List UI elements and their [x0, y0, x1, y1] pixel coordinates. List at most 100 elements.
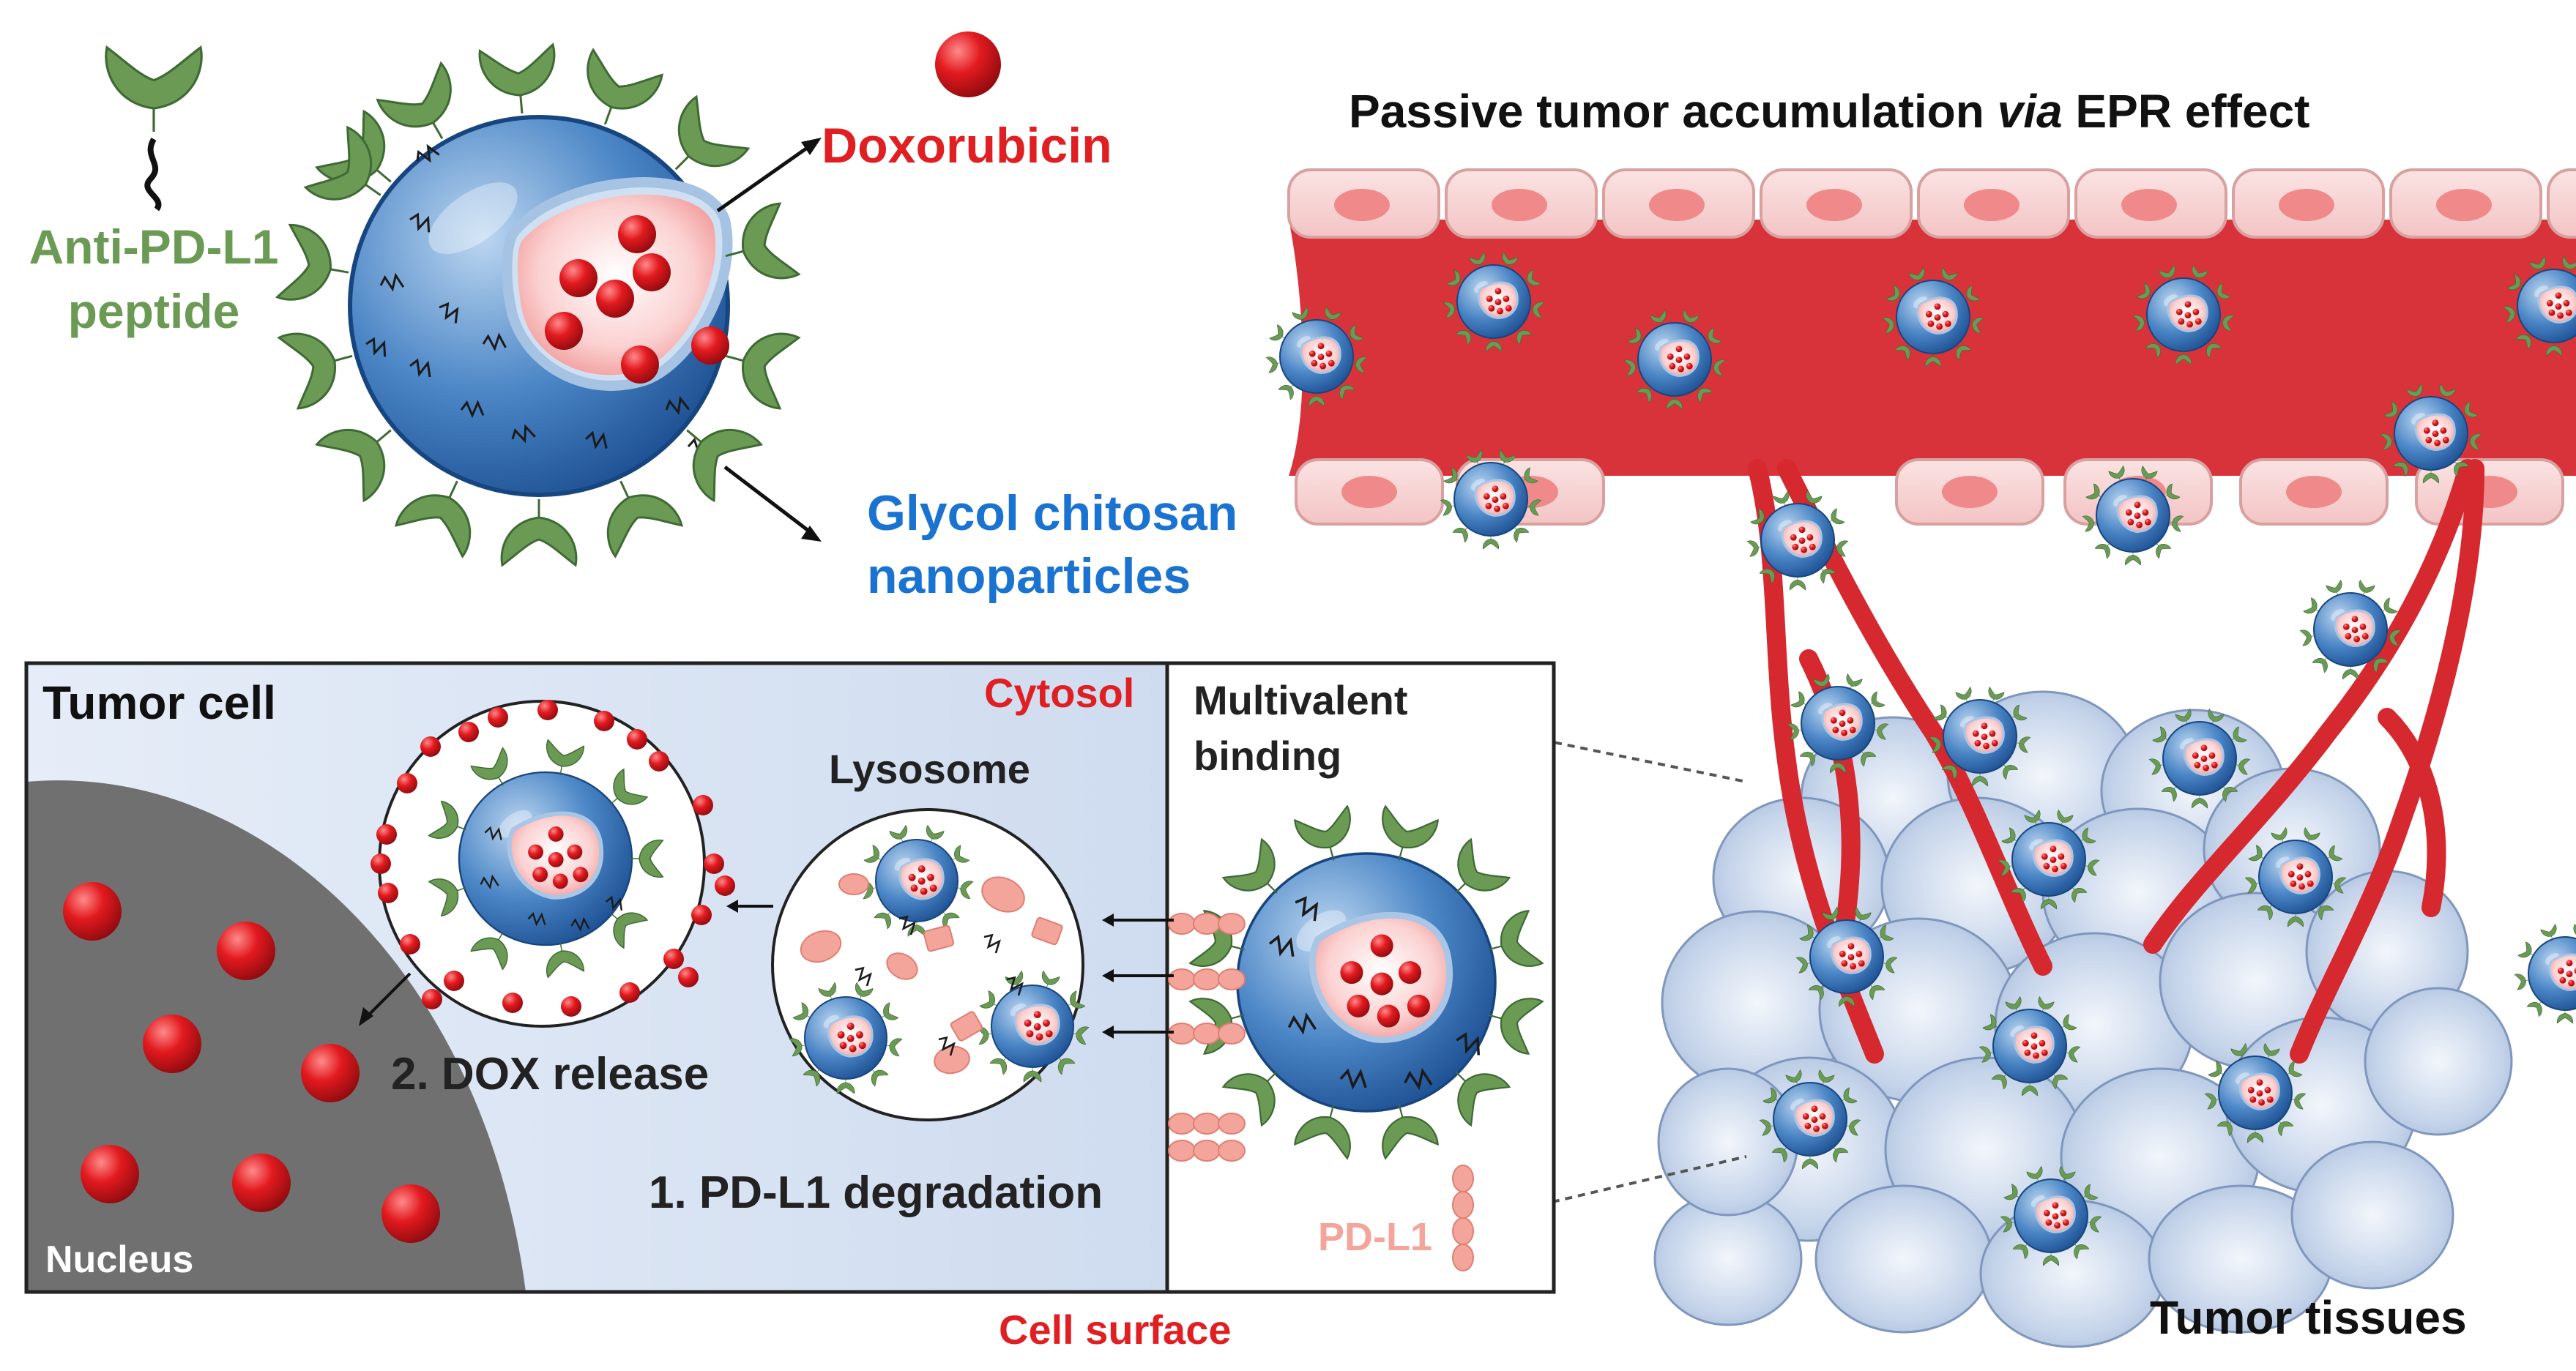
dox-dot — [2185, 312, 2192, 318]
dox-dot — [573, 867, 588, 882]
dox-dot — [1813, 1126, 1820, 1132]
dox-dot — [1822, 1123, 1828, 1129]
dox-dot — [918, 865, 926, 873]
released-dox — [458, 722, 479, 742]
nucleus-dox-dot — [301, 1044, 360, 1102]
nucleus-dox-dot — [81, 1145, 139, 1203]
dox-dot — [1669, 363, 1675, 370]
endothelial-nucleus — [1341, 476, 1397, 508]
dox-dot — [1981, 722, 1988, 729]
dox-dot — [2031, 1032, 2038, 1039]
cytosol-label: Cytosol — [984, 670, 1134, 716]
dox-dot — [1505, 305, 1512, 312]
dox-dot — [1371, 934, 1393, 957]
dox-dot — [2185, 301, 2192, 307]
dox-dot — [2555, 292, 2562, 299]
dox-dot — [930, 884, 937, 892]
dox-dot — [1973, 731, 1979, 737]
dox-dot — [2566, 310, 2572, 316]
dox-dot — [1497, 308, 1503, 315]
dox-dot — [2126, 509, 2132, 516]
nucleus-dox-dot — [381, 1184, 440, 1243]
pdl1-label: PD-L1 — [1318, 1215, 1432, 1259]
dox-dot — [2024, 1050, 2030, 1056]
dox-dot — [1848, 943, 1855, 949]
dox-dot — [1036, 1034, 1043, 1041]
dox-dot — [2050, 845, 2057, 852]
dox-dot — [1792, 544, 1798, 550]
endothelial-nucleus — [1942, 476, 1998, 508]
endothelial-cell — [2548, 170, 2576, 237]
dox-dot — [1989, 731, 1996, 737]
dox-dot — [1309, 351, 1316, 357]
dox-dot — [1407, 995, 1430, 1017]
dox-dot — [553, 873, 568, 889]
dox-dot — [1495, 299, 1502, 305]
dox-dot — [2203, 765, 2209, 772]
dox-dot — [2557, 313, 2564, 319]
dox-dot — [2257, 1079, 2263, 1086]
dox-dot — [532, 867, 548, 882]
dox-dot — [1503, 296, 1510, 302]
released-dox — [649, 751, 669, 772]
dox-dot — [1676, 356, 1683, 363]
dox-dot — [2195, 318, 2202, 325]
released-dox — [400, 934, 420, 955]
tumor-cell — [2292, 1142, 2453, 1288]
dox-dot — [2178, 318, 2184, 325]
dox-dot — [1318, 354, 1325, 360]
dox-dot — [1936, 324, 1943, 330]
dox-dot — [2201, 755, 2208, 762]
multivalent-label-2: binding — [1194, 733, 1341, 779]
dox-dot — [1043, 1020, 1050, 1027]
dox-dot — [1809, 544, 1816, 550]
dox-dot — [1684, 354, 1691, 360]
dox-dot — [2362, 633, 2369, 640]
dox-dot — [2134, 501, 2141, 508]
peptide-icon — [2125, 551, 2140, 565]
dox-dot — [2297, 874, 2304, 881]
dox-dot — [1850, 727, 1856, 733]
dox-dot — [2061, 863, 2067, 870]
dox-dot — [1935, 314, 1941, 321]
released-dox — [371, 853, 391, 874]
dox-dot — [1319, 363, 1326, 370]
dox-dot — [2443, 437, 2449, 444]
dox-dot — [909, 874, 916, 881]
dox-dot — [1839, 709, 1846, 716]
dox-dot — [2050, 856, 2057, 863]
released-dox — [397, 773, 417, 793]
endothelial-nucleus — [1649, 189, 1705, 221]
dox-dot — [2192, 752, 2199, 759]
dox-dot — [1804, 1123, 1811, 1129]
dox-dot — [927, 874, 934, 881]
dox-dot — [2058, 853, 2065, 860]
dox-dot — [1667, 354, 1674, 360]
dox-dot — [1488, 305, 1494, 312]
dox-dot — [2352, 627, 2359, 633]
released-dox — [376, 824, 397, 845]
dox-dot — [2134, 512, 2141, 519]
endothelial-nucleus — [1964, 189, 2020, 221]
dox-dot — [1983, 743, 1989, 750]
released-dox — [627, 729, 647, 750]
dox-dot — [2352, 616, 2359, 622]
nucleus-label: Nucleus — [45, 1239, 193, 1281]
tumor-tissues-label: Tumor tissues — [2150, 1291, 2467, 1344]
endothelial-nucleus — [1334, 189, 1390, 221]
dox-dot — [1377, 1005, 1400, 1028]
dox-dot — [2555, 303, 2562, 310]
dox-dot — [1027, 1030, 1034, 1037]
dox-dot — [1839, 951, 1846, 957]
dox-dot — [2194, 762, 2200, 769]
released-dox — [420, 736, 441, 757]
dox-dot — [1848, 954, 1855, 960]
nanoparticle — [2514, 924, 2576, 1023]
dox-dot — [2127, 519, 2134, 526]
dox-dot — [1858, 960, 1865, 967]
dox-dot — [596, 280, 634, 318]
doxorubicin-icon — [935, 31, 1001, 97]
pdl1-fragment — [839, 874, 868, 894]
